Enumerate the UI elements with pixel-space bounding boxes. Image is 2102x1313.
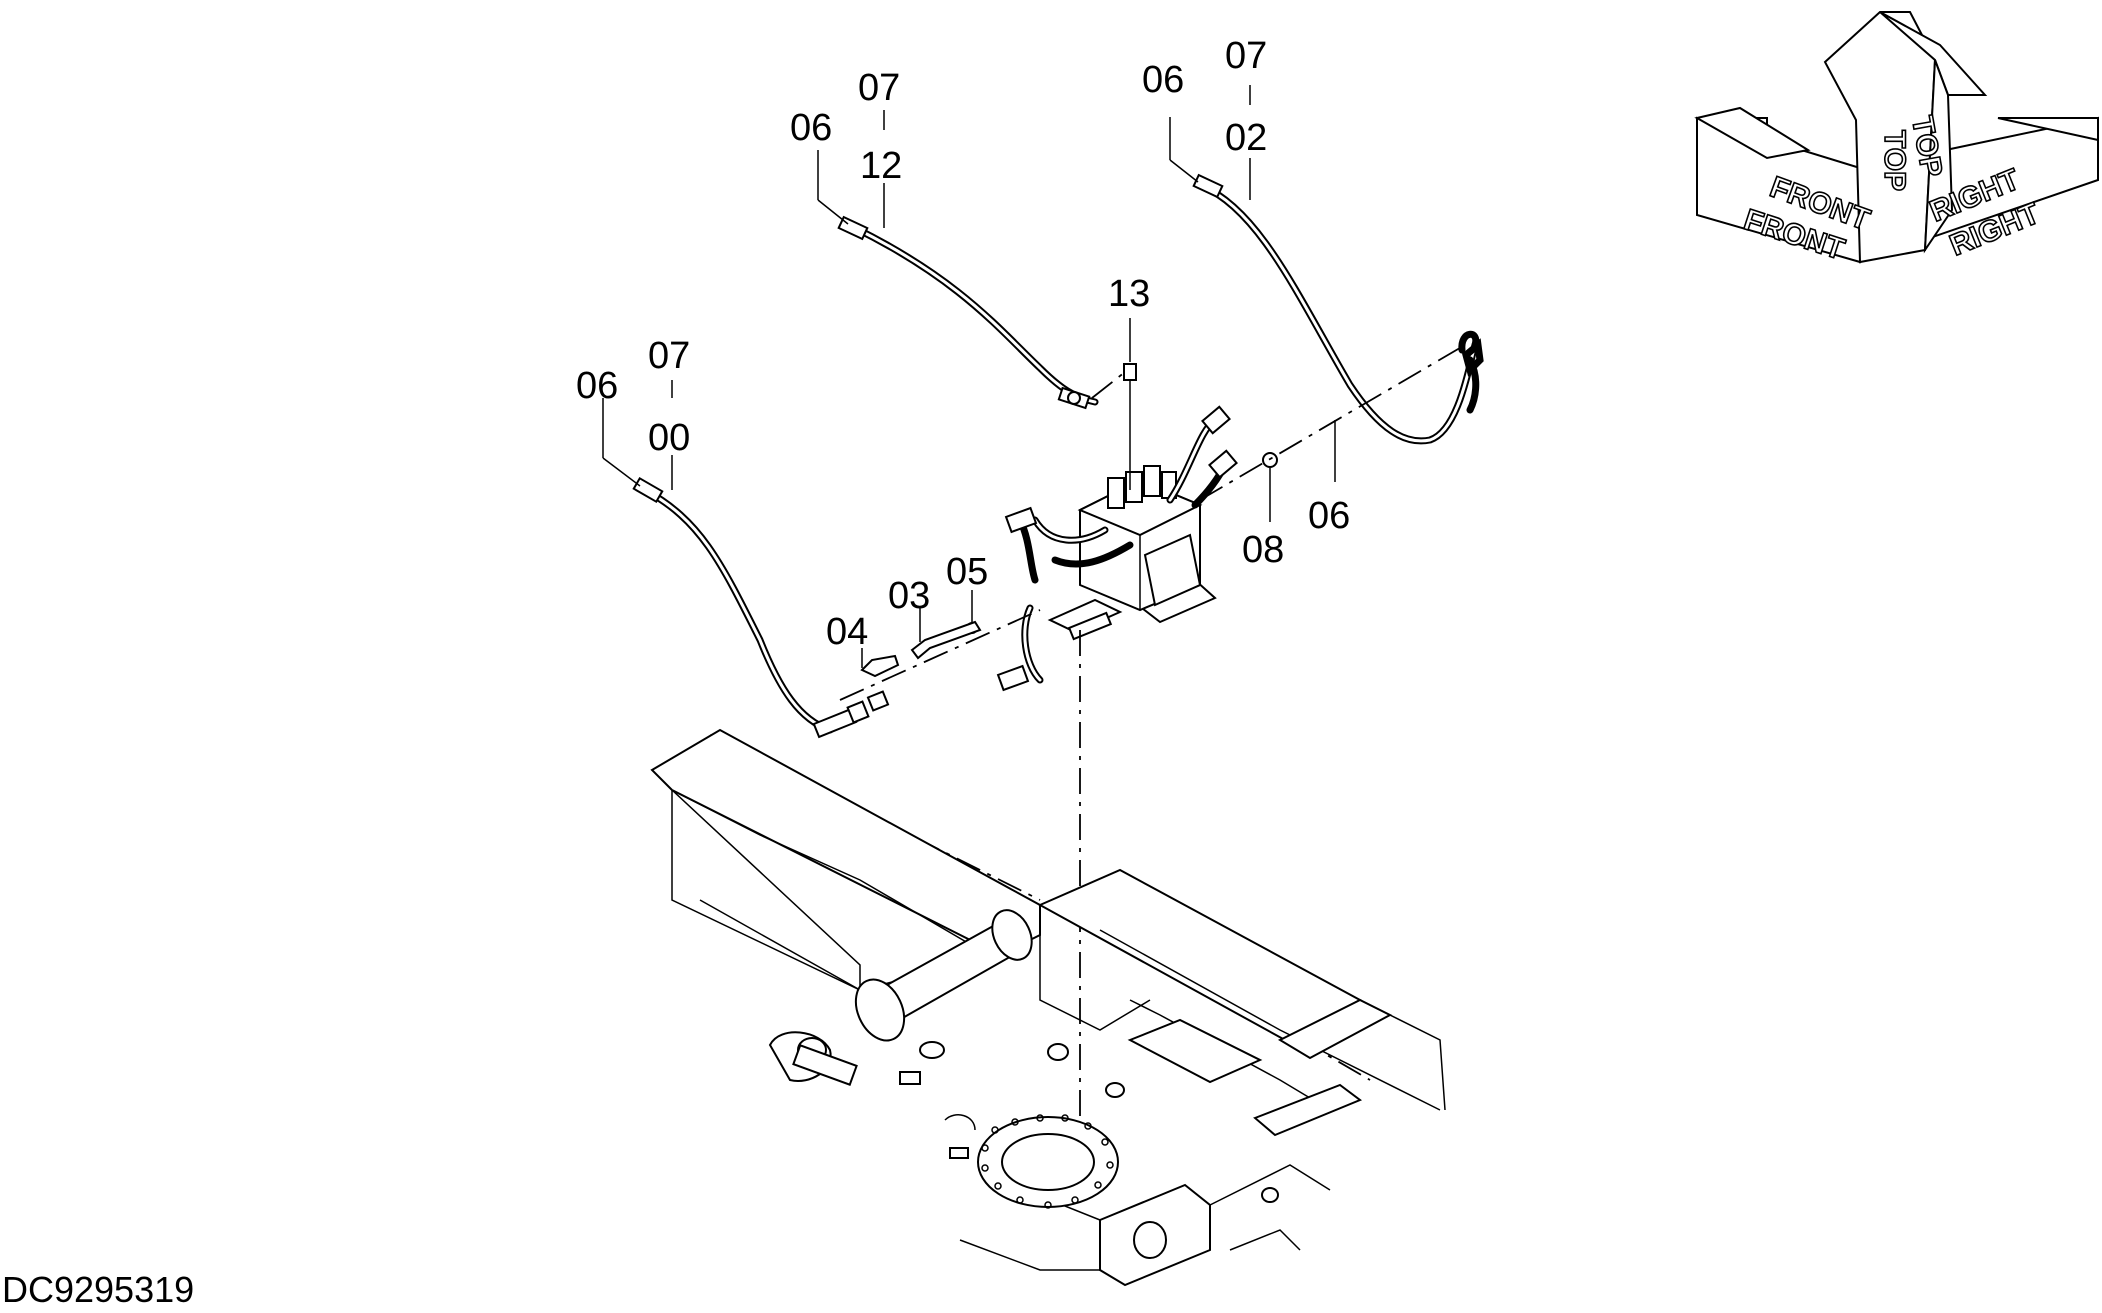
callout-08: 08 (1242, 529, 1284, 571)
callout-06-left: 06 (576, 365, 618, 407)
hose-upper-right (1192, 173, 1484, 445)
hose-upper-left (837, 215, 1099, 410)
callout-04: 04 (826, 611, 868, 653)
callout-06-upper-left: 06 (790, 107, 832, 149)
callout-06-upper-right: 06 (1142, 59, 1184, 101)
leader-lines (602, 85, 1336, 668)
valve-assembly (996, 405, 1238, 692)
callout-13: 13 (1108, 273, 1150, 315)
callout-00: 00 (648, 417, 690, 459)
orientation-indicator: FRONT FRONT TOP TOP RIGHT RIGHT (1694, 11, 2099, 267)
fitting-04 (860, 654, 900, 678)
callout-02: 02 (1225, 117, 1267, 159)
hose-left (632, 476, 890, 739)
orientation-label-top-shadow: TOP (1878, 130, 1911, 191)
callout-07-upper-right: 07 (1225, 35, 1267, 77)
callout-05: 05 (946, 551, 988, 593)
fitting-03 (910, 620, 982, 660)
callouts: 06 07 12 06 07 02 13 06 07 00 08 06 05 0… (576, 35, 1350, 653)
callout-07-left: 07 (648, 335, 690, 377)
machine-frame (650, 728, 1446, 1287)
callout-12: 12 (860, 145, 902, 187)
document-id: DC9295319 (2, 1269, 194, 1310)
callout-07-upper-left: 07 (858, 67, 900, 109)
callout-06-lower-right: 06 (1308, 495, 1350, 537)
fitting-13 (1123, 363, 1137, 381)
callout-03: 03 (888, 575, 930, 617)
